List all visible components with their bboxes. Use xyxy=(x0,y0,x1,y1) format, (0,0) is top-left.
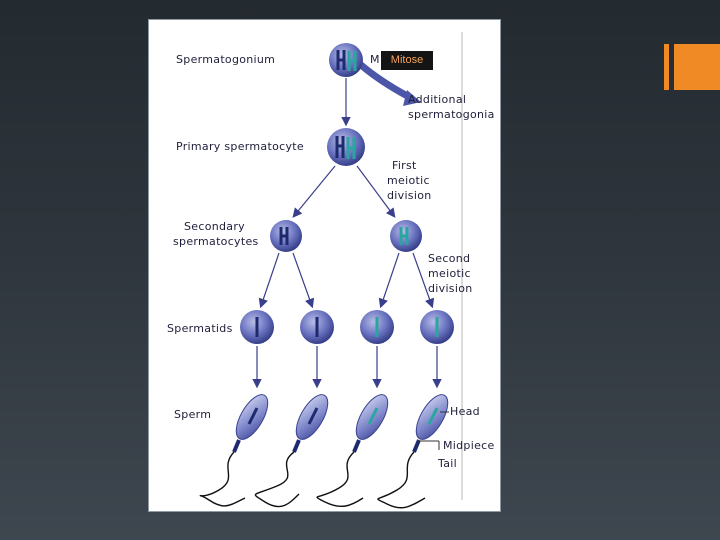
label-second-meiotic: meiotic xyxy=(428,267,471,280)
accent-block xyxy=(674,44,720,90)
sperm-4 xyxy=(377,394,449,509)
label-additional: Additional xyxy=(408,93,467,106)
label-first-division: division xyxy=(387,189,432,202)
spermatogonium-cell xyxy=(329,43,363,77)
spermatogenesis-diagram: Spermatogonium M Mitose Additional sperm… xyxy=(148,19,501,512)
arrow-to-secondary-right xyxy=(356,165,396,218)
mitose-tag: Mitose xyxy=(381,51,433,70)
label-primary-spermatocyte: Primary spermatocyte xyxy=(176,140,304,153)
label-spermatogonia: spermatogonia xyxy=(408,108,495,121)
label-spermatocytes: spermatocytes xyxy=(173,235,259,248)
spermatid-4 xyxy=(420,310,454,344)
label-second: Second xyxy=(428,252,471,265)
label-secondary: Secondary xyxy=(184,220,245,233)
mitose-arrow-head xyxy=(403,90,421,106)
label-midpiece: Midpiece xyxy=(443,439,495,452)
accent-bar xyxy=(664,44,669,90)
arrow-secondary-l-to-spermatid-2 xyxy=(292,252,315,309)
arrow-secondary-r-to-spermatid-3 xyxy=(378,252,400,309)
label-tail: Tail xyxy=(438,457,457,470)
sperm-3 xyxy=(316,394,389,508)
label-first: First xyxy=(392,159,417,172)
spermatid-2 xyxy=(300,310,334,344)
spermatid-3 xyxy=(360,310,394,344)
label-sperm: Sperm xyxy=(174,408,212,421)
slide-decoration xyxy=(664,44,720,92)
label-first-meiotic: meiotic xyxy=(387,174,430,187)
label-head: Head xyxy=(450,405,480,418)
label-mitose-partial: M xyxy=(370,53,380,66)
label-spermatogonium: Spermatogonium xyxy=(176,53,276,66)
arrow-to-secondary-left xyxy=(292,165,336,218)
label-second-division: division xyxy=(428,282,473,295)
label-spermatids: Spermatids xyxy=(167,322,233,335)
diagram-graphics xyxy=(199,32,463,509)
spermatid-1 xyxy=(240,310,274,344)
primary-spermatocyte-cell xyxy=(327,128,365,166)
secondary-spermatocyte-left xyxy=(270,220,302,252)
arrow-secondary-r-to-spermatid-4 xyxy=(412,252,435,309)
secondary-spermatocyte-right xyxy=(390,220,422,252)
sperm-2 xyxy=(254,394,329,508)
sperm-1 xyxy=(199,394,269,507)
arrow-secondary-l-to-spermatid-1 xyxy=(258,252,280,309)
